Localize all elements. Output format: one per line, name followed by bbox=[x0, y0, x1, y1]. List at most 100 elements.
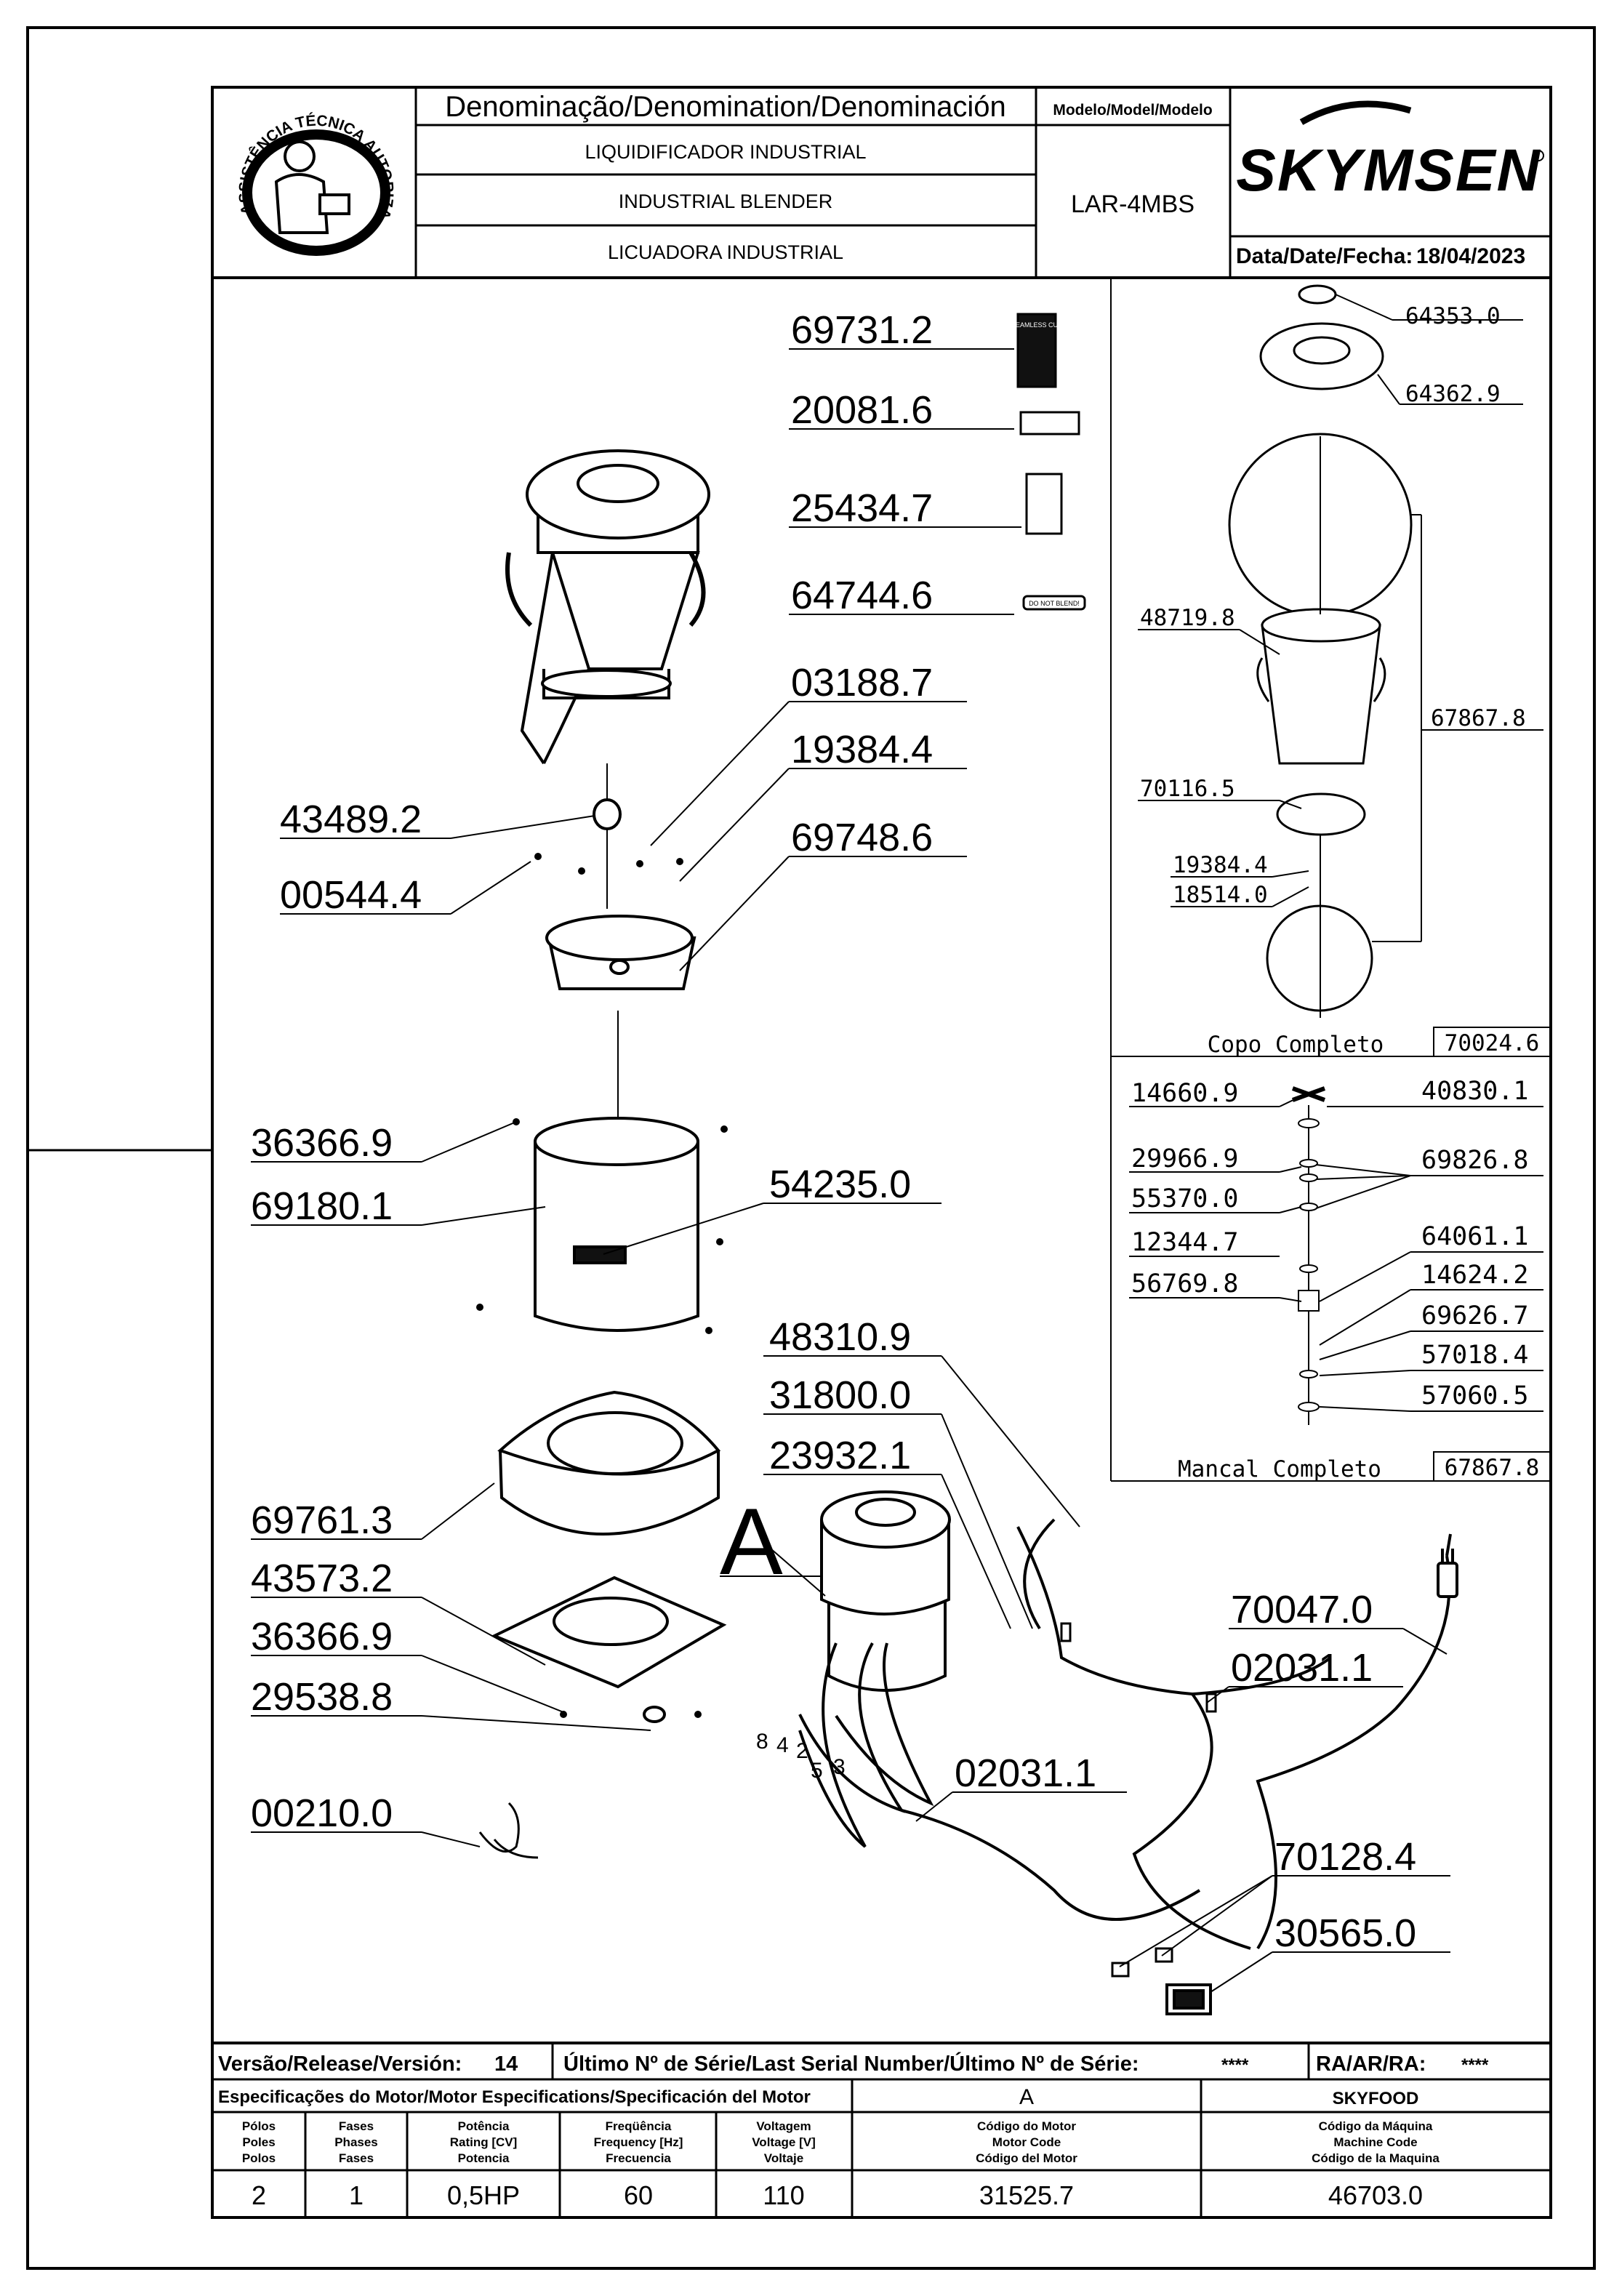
poles-value: 2 bbox=[252, 2180, 266, 2210]
col-motor-code-en: Motor Code bbox=[992, 2135, 1061, 2149]
cup-part-number: 70116.5 bbox=[1140, 776, 1235, 802]
part-number-label: 29538.8 bbox=[251, 1675, 393, 1719]
col-voltage-es: Voltaje bbox=[764, 2151, 803, 2165]
detail-letter-a: A bbox=[720, 1488, 783, 1594]
coupling-drawing bbox=[593, 798, 622, 830]
part-number-label: 00544.4 bbox=[280, 873, 422, 917]
bearing-part-number: 55370.0 bbox=[1131, 1184, 1239, 1213]
part-number-label: 20081.6 bbox=[791, 388, 933, 432]
col-power-en: Rating [CV] bbox=[450, 2135, 518, 2149]
bearing-part-number: 69626.7 bbox=[1421, 1301, 1529, 1330]
cup-part-number: 67867.8 bbox=[1431, 705, 1526, 731]
cup-part-number: 19384.4 bbox=[1173, 852, 1268, 878]
bearing-part-number: 14624.2 bbox=[1421, 1261, 1529, 1290]
part-number-label: 02031.1 bbox=[955, 1751, 1096, 1795]
wire-label: 4 bbox=[776, 1733, 789, 1757]
col-phases-pt: Fases bbox=[339, 2119, 374, 2133]
wire-label: 8 bbox=[756, 1730, 768, 1754]
part-number-label: 00210.0 bbox=[251, 1791, 393, 1835]
seamless-cup-sticker bbox=[1016, 313, 1057, 388]
bearing-assembly-code: 67867.8 bbox=[1445, 1455, 1540, 1481]
wire-label: 5 bbox=[811, 1759, 823, 1783]
bearing-assembly-title: Mancal Completo bbox=[1178, 1456, 1381, 1482]
motor-drawing bbox=[820, 1490, 951, 1692]
part-number-label: 30565.0 bbox=[1274, 1911, 1416, 1955]
col-phases-es: Fases bbox=[339, 2151, 374, 2165]
inner-frame bbox=[211, 86, 1552, 2219]
bearing-part-number: 69826.8 bbox=[1421, 1146, 1529, 1175]
col-poles-es: Polos bbox=[242, 2151, 276, 2165]
power-switch-drawing bbox=[1165, 1983, 1212, 2015]
bearing-part-number: 57018.4 bbox=[1421, 1341, 1529, 1370]
product-name-es: LICUADORA INDUSTRIAL bbox=[608, 241, 843, 263]
ra-value: **** bbox=[1461, 2055, 1489, 2075]
frequency-value: 60 bbox=[624, 2180, 653, 2210]
part-number-label: 23932.1 bbox=[769, 1434, 911, 1477]
part-number-label: 19384.4 bbox=[791, 728, 933, 771]
voltage-value: 110 bbox=[763, 2180, 804, 2210]
part-number-label: 70128.4 bbox=[1274, 1835, 1416, 1879]
date-value: 18/04/2023 bbox=[1416, 244, 1525, 268]
col-machine-code-en: Machine Code bbox=[1333, 2135, 1417, 2149]
ra-label: RA/AR/RA: bbox=[1316, 2052, 1426, 2076]
wire-label: 2 bbox=[796, 1739, 808, 1763]
cup-base-drawing bbox=[545, 915, 696, 990]
col-machine-code-pt: Código da Máquina bbox=[1319, 2119, 1433, 2133]
col-power-pt: Potência bbox=[458, 2119, 510, 2133]
cup-part-number: 64362.9 bbox=[1405, 381, 1501, 407]
serial-value: **** bbox=[1221, 2055, 1249, 2075]
motor-column-letter: A bbox=[1019, 2085, 1034, 2109]
outer-border bbox=[26, 26, 1596, 2270]
serial-label: Último Nº de Série/Last Serial Number/Úl… bbox=[563, 2051, 1139, 2076]
wire-label: 3 bbox=[833, 1755, 846, 1779]
motor-code-value: 31525.7 bbox=[979, 2180, 1074, 2210]
cup-part-number: 64353.0 bbox=[1405, 303, 1501, 329]
part-number-label: 25434.7 bbox=[791, 486, 933, 530]
bearing-part-number: 14660.9 bbox=[1131, 1079, 1239, 1108]
date-label: Data/Date/Fecha: bbox=[1236, 244, 1413, 268]
col-poles-en: Poles bbox=[242, 2135, 275, 2149]
seamless-sticker-text: SEAMLESS CUP bbox=[1011, 321, 1062, 329]
cup-assembly-code: 70024.6 bbox=[1445, 1030, 1540, 1056]
power-value: 0,5HP bbox=[447, 2180, 520, 2210]
part-number-label: 69731.2 bbox=[791, 308, 933, 352]
cup-assembly-panel: Copo Completo 70024.6 Mancal Completo 67… bbox=[1110, 278, 1551, 1482]
base-housing-drawing bbox=[497, 1390, 721, 1536]
col-machine-code-es: Código de la Maquina bbox=[1312, 2151, 1440, 2165]
footer-table: Versão/Release/Versión: 14 Último Nº de … bbox=[212, 2042, 1551, 2217]
part-number-label: 69748.6 bbox=[791, 816, 933, 859]
do-not-blend-sticker bbox=[1022, 595, 1086, 611]
col-frequency-es: Frecuencia bbox=[606, 2151, 671, 2165]
bearing-part-number: 29966.9 bbox=[1131, 1144, 1239, 1173]
col-phases-en: Phases bbox=[334, 2135, 378, 2149]
exploded-view: SEAMLESS CUP DO NOT BLEND! bbox=[251, 308, 1458, 2015]
col-voltage-pt: Voltagem bbox=[756, 2119, 811, 2133]
title-block: Denominação/Denomination/Denominación LI… bbox=[0, 0, 1551, 279]
cup-part-number: 48719.8 bbox=[1140, 605, 1235, 631]
power-plug-drawing bbox=[1437, 1549, 1458, 1598]
authorized-service-seal: ASSISTÊNCIA TÉCNICA AUTORIZADA bbox=[0, 0, 396, 256]
part-number-label: 69761.3 bbox=[251, 1498, 393, 1542]
release-label: Versão/Release/Versión: bbox=[218, 2052, 462, 2076]
col-power-es: Potencia bbox=[458, 2151, 510, 2165]
part-number-label: 64744.6 bbox=[791, 574, 933, 617]
part-number-label: 69180.1 bbox=[251, 1184, 393, 1228]
bearing-part-number: 56769.8 bbox=[1131, 1269, 1239, 1298]
cup-part-number: 18514.0 bbox=[1173, 882, 1268, 908]
product-name-pt: LIQUIDIFICADOR INDUSTRIAL bbox=[585, 141, 866, 163]
bearing-drawing bbox=[1291, 1086, 1326, 1425]
part-number-label: 43573.2 bbox=[251, 1557, 393, 1600]
part-number-label: 02031.1 bbox=[1231, 1646, 1373, 1690]
part-number-label: 03188.7 bbox=[791, 661, 933, 705]
part-number-label: 43489.2 bbox=[280, 798, 422, 841]
brand-logo: SKYMSEN bbox=[1236, 100, 1544, 204]
col-motor-code-pt: Código do Motor bbox=[977, 2119, 1076, 2133]
seal-text: ASSISTÊNCIA TÉCNICA AUTORIZADA bbox=[0, 0, 396, 221]
do-not-blend-text: DO NOT BLEND! bbox=[1029, 600, 1080, 607]
part-number-label: 31800.0 bbox=[769, 1373, 911, 1417]
bearing-part-number: 57060.5 bbox=[1421, 1381, 1529, 1410]
cup-assembly-title: Copo Completo bbox=[1208, 1032, 1384, 1058]
motor-spec-label: Especificações do Motor/Motor Especifica… bbox=[218, 2087, 811, 2107]
bottom-plate-drawing bbox=[491, 1576, 727, 1723]
blender-cup-drawing bbox=[505, 449, 710, 765]
